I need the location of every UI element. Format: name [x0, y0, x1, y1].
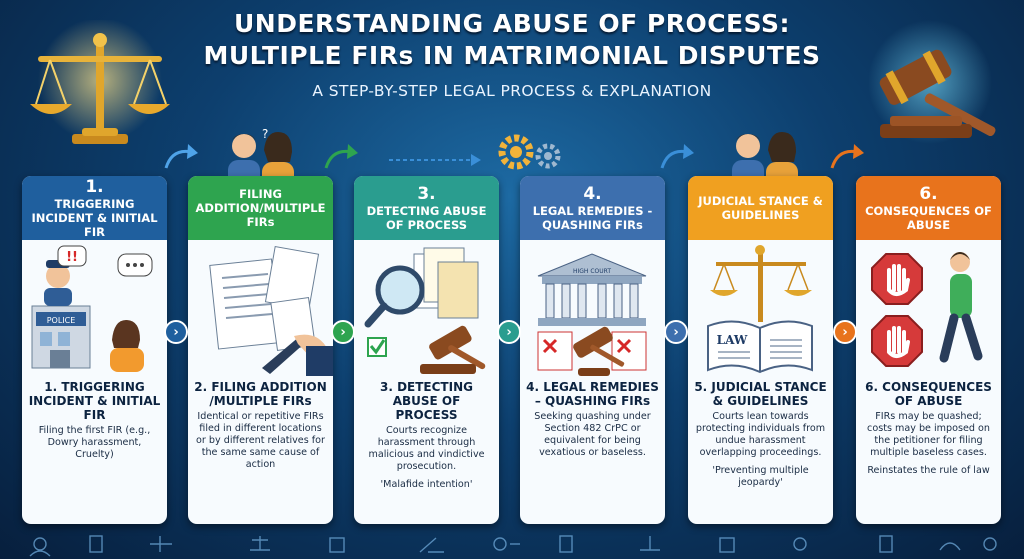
- step-subtitle: 3. DETECTING ABUSE OF PROCESS: [380, 380, 473, 422]
- step-card-1-illustration: POLICE !!: [22, 240, 167, 380]
- step-title: LEGAL REMEDIES - QUASHING FIRs: [532, 203, 653, 232]
- police-sign: POLICE: [47, 316, 76, 325]
- step-number: 3.: [417, 183, 436, 204]
- chevron-right-icon: ›: [506, 324, 512, 340]
- step-description: Filing the first FIR (e.g., Dowry harass…: [38, 425, 151, 460]
- step-number: 4.: [583, 183, 602, 204]
- page-subtitle: A STEP-BY-STEP LEGAL PROCESS & EXPLANATI…: [312, 82, 712, 100]
- chevron-right-icon: ›: [842, 324, 848, 340]
- page-title-line-1: UNDERSTANDING ABUSE OF PROCESS:: [233, 9, 791, 38]
- step-title: TRIGGERING INCIDENT & INITIAL FIR: [31, 196, 158, 239]
- step-card-5-illustration: LAW: [688, 240, 833, 380]
- step-card-6-illustration: [856, 240, 1001, 380]
- step-subtitle: 2. FILING ADDITION /MULTIPLE FIRs: [194, 380, 327, 408]
- svg-text:!!: !!: [66, 250, 78, 265]
- gavel-icon: [868, 20, 996, 144]
- step-card-5: JUDICIAL STANCE & GUIDELINES LAW 5. JUDI…: [688, 176, 833, 524]
- chevron-right-icon: ›: [340, 324, 346, 340]
- step-description: FIRs may be quashed; costs may be impose…: [867, 411, 990, 458]
- step-card-6-header: 6. CONSEQUENCES OF ABUSE: [856, 176, 1001, 240]
- step-title: JUDICIAL STANCE & GUIDELINES: [698, 194, 823, 222]
- chevron-right-icon: ›: [173, 324, 179, 340]
- flow-arrow-4: [660, 144, 694, 169]
- step-note: 'Malafide intention': [380, 479, 473, 490]
- step-card-4: 4. LEGAL REMEDIES - QUASHING FIRs HIGH C…: [520, 176, 665, 524]
- next-step-chevron-5[interactable]: ›: [833, 320, 857, 344]
- header: UNDERSTANDING ABUSE OF PROCESS: MULTIPLE…: [150, 8, 874, 100]
- next-step-chevron-4[interactable]: ›: [664, 320, 688, 344]
- flow-arrow-1: [164, 144, 198, 169]
- scales-icon: [30, 20, 170, 144]
- next-step-chevron-2[interactable]: ›: [331, 320, 355, 344]
- step-subtitle: 6. CONSEQUENCES OF ABUSE: [865, 380, 992, 408]
- step-description: Seeking quashing under Section 482 CrPC …: [534, 411, 651, 458]
- next-step-chevron-3[interactable]: ›: [497, 320, 521, 344]
- next-step-chevron-1[interactable]: ›: [164, 320, 188, 344]
- flow-arrow-2: [324, 144, 358, 169]
- step-card-2-illustration: [188, 240, 333, 380]
- step-card-5-header: JUDICIAL STANCE & GUIDELINES: [688, 176, 833, 240]
- step-card-4-header: 4. LEGAL REMEDIES - QUASHING FIRs: [520, 176, 665, 240]
- gears-icon: [498, 134, 561, 170]
- step-number: 1.: [85, 176, 104, 197]
- step-note: Reinstates the rule of law: [867, 465, 990, 476]
- step-card-2: FILING ADDITION/MULTIPLE FIRs 2. FILING …: [188, 176, 333, 524]
- step-card-3-illustration: [354, 240, 499, 380]
- step-card-3-header: 3. DETECTING ABUSE OF PROCESS: [354, 176, 499, 240]
- flow-arrow-3: [389, 154, 481, 166]
- step-title: DETECTING ABUSE OF PROCESS: [366, 203, 487, 232]
- flow-arrow-5: [830, 144, 864, 169]
- svg-text:?: ?: [262, 127, 268, 141]
- step-subtitle: 4. LEGAL REMEDIES – QUASHING FIRs: [526, 380, 659, 408]
- step-description: Courts lean towards protecting individua…: [695, 411, 826, 458]
- step-card-6: 6. CONSEQUENCES OF ABUSE 6. CONSEQUENCES…: [856, 176, 1001, 524]
- step-title: FILING ADDITION/MULTIPLE FIRs: [195, 187, 326, 229]
- step-card-1: 1. TRIGGERING INCIDENT & INITIAL FIR POL…: [22, 176, 167, 524]
- step-title: CONSEQUENCES OF ABUSE: [865, 203, 992, 232]
- footer-icon-strip: [29, 535, 997, 557]
- step-description: Identical or repetitive FIRs filed in di…: [196, 411, 325, 470]
- step-subtitle: 5. JUDICIAL STANCE & GUIDELINES: [694, 380, 827, 408]
- step-card-2-header: FILING ADDITION/MULTIPLE FIRs: [188, 176, 333, 240]
- step-card-1-header: 1. TRIGGERING INCIDENT & INITIAL FIR: [22, 176, 167, 240]
- law-book-title: LAW: [717, 333, 748, 347]
- court-sign: HIGH COURT: [573, 268, 611, 275]
- step-subtitle: 1. TRIGGERING INCIDENT & INITIAL FIR: [28, 380, 161, 422]
- step-card-3: 3. DETECTING ABUSE OF PROCESS 3. DETECTI…: [354, 176, 499, 524]
- page-title-line-2: MULTIPLE FIRs IN MATRIMONIAL DISPUTES: [203, 41, 821, 70]
- step-description: Courts recognize harassment through mali…: [368, 425, 485, 472]
- step-card-4-illustration: HIGH COURT: [520, 240, 665, 380]
- step-number: 6.: [919, 183, 938, 204]
- step-note: 'Preventing multiple jeopardy': [712, 465, 809, 488]
- chevron-right-icon: ›: [673, 324, 679, 340]
